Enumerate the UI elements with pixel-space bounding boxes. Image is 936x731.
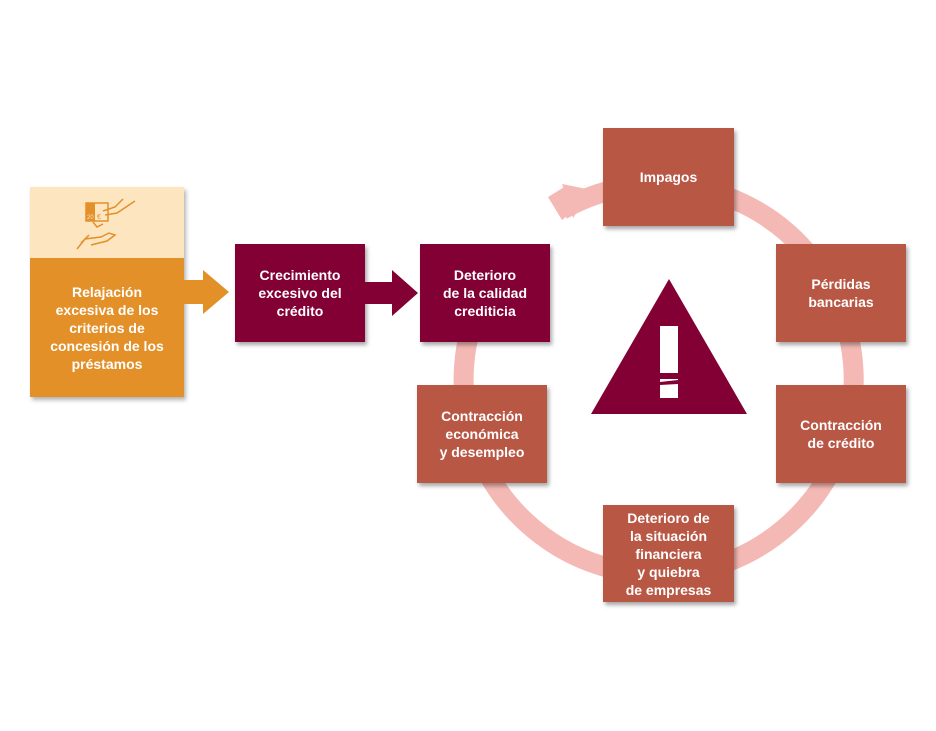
start-card: 20 € Relajación excesiva de los criterio… <box>30 187 184 397</box>
warning-triangle-icon <box>591 279 747 414</box>
start-card-label: Relajación excesiva de los criterios de … <box>30 258 184 397</box>
svg-text:20: 20 <box>87 215 94 221</box>
svg-text:€: € <box>97 214 101 221</box>
cycle-box-label: Impagos <box>639 169 698 185</box>
cycle-box-credit-contraction: Contracción de crédito <box>776 385 906 483</box>
cycle-box-economic-contraction: Contracción económica y desempleo <box>417 385 547 483</box>
cycle-box-label: Pérdidas bancarias <box>808 276 874 310</box>
chain-box-label: Deterioro de la calidad crediticia <box>442 267 528 319</box>
arrow-right-icon <box>365 270 418 316</box>
cycle-box-business-failures: Deterioro de la situación financiera y q… <box>603 505 734 602</box>
hands-exchanging-money-icon: 20 € <box>76 198 136 250</box>
cycle-box-label: Contracción económica y desempleo <box>439 408 525 460</box>
cycle-box-defaults: Impagos <box>603 128 734 226</box>
cycle-box-bank-losses: Pérdidas bancarias <box>776 244 906 342</box>
chain-box-label: Crecimiento excesivo del crédito <box>258 267 342 319</box>
chain-box-credit-quality: Deterioro de la calidad crediticia <box>420 244 550 342</box>
cycle-box-label: Contracción de crédito <box>800 417 882 451</box>
cycle-arrowhead-fill <box>548 186 580 220</box>
chain-box-credit-growth: Crecimiento excesivo del crédito <box>235 244 365 342</box>
start-card-icon-area: 20 € <box>30 187 184 258</box>
arrow-right-icon <box>184 270 229 314</box>
cycle-box-label: Deterioro de la situación financiera y q… <box>625 509 712 598</box>
